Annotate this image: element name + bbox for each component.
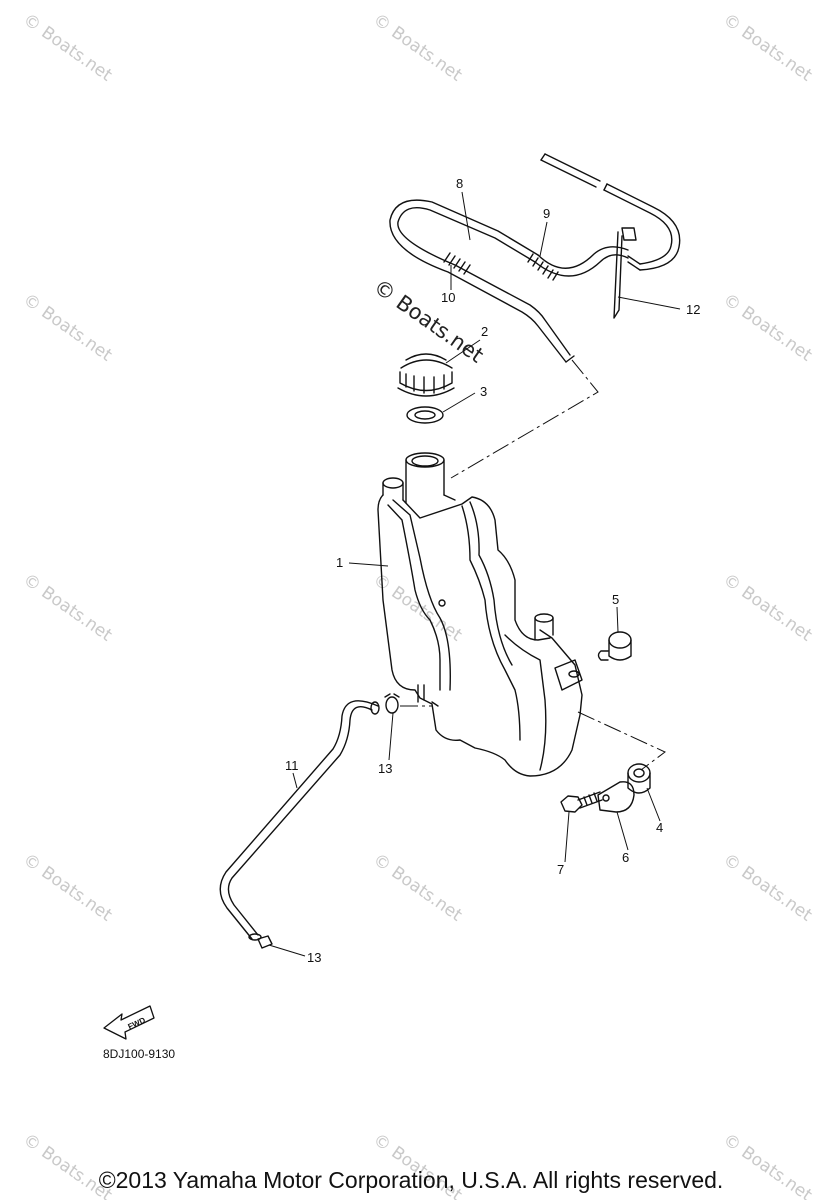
bolt-part-7[interactable] [560,791,603,813]
callout-7: 7 [557,862,564,877]
callout-6: 6 [622,850,629,865]
watermark: © Boats.net [369,10,466,86]
reservoir-tank-part-1[interactable] [377,452,583,777]
vent-hose-part-8[interactable] [389,199,629,363]
callout-2: 2 [481,324,488,339]
hose-clip-part-13[interactable] [384,693,400,714]
bracket-part-6[interactable] [597,781,635,813]
drain-hose-part-11[interactable] [219,700,380,941]
watermark: © Boats.net [719,10,816,86]
watermark: © Boats.net [719,570,816,646]
callout-3: 3 [480,384,487,399]
collar-part-5[interactable] [597,631,632,661]
callout-10: 10 [441,290,455,305]
watermark: © Boats.net [19,570,116,646]
watermark: © Boats.net [19,290,116,366]
spring-part-9[interactable] [527,253,559,281]
callout-4: 4 [656,820,663,835]
gasket-part-3[interactable] [406,406,444,424]
alignment-lines [400,359,666,771]
callout-12: 12 [686,302,700,317]
callout-5: 5 [612,592,619,607]
hose-clip-part-13-lower[interactable] [257,935,273,949]
watermark: © Boats.net [719,290,816,366]
watermark: © Boats.net [719,850,816,926]
callout-13-lower: 13 [307,950,321,965]
callout-1: 1 [336,555,343,570]
leader-lines [268,191,681,957]
callout-9: 9 [543,206,550,221]
callout-13: 13 [378,761,392,776]
callout-11: 11 [285,758,299,773]
forward-arrow-icon: FWD [103,1005,155,1040]
watermark: © Boats.net [369,850,466,926]
watermark: © Boats.net [19,10,116,86]
filler-cap-part-2[interactable] [397,353,455,397]
breather-pipe-part-12[interactable] [540,153,681,319]
callout-8: 8 [456,176,463,191]
diagram-code: 8DJ100-9130 [103,1047,176,1061]
callout-labels: 8 9 10 12 2 3 1 5 4 6 7 11 13 13 [285,176,700,965]
spring-part-10[interactable] [443,252,471,275]
grommet-part-4[interactable] [627,763,651,794]
copyright-notice: ©2013 Yamaha Motor Corporation, U.S.A. A… [98,1167,724,1193]
watermark: © Boats.net [19,850,116,926]
